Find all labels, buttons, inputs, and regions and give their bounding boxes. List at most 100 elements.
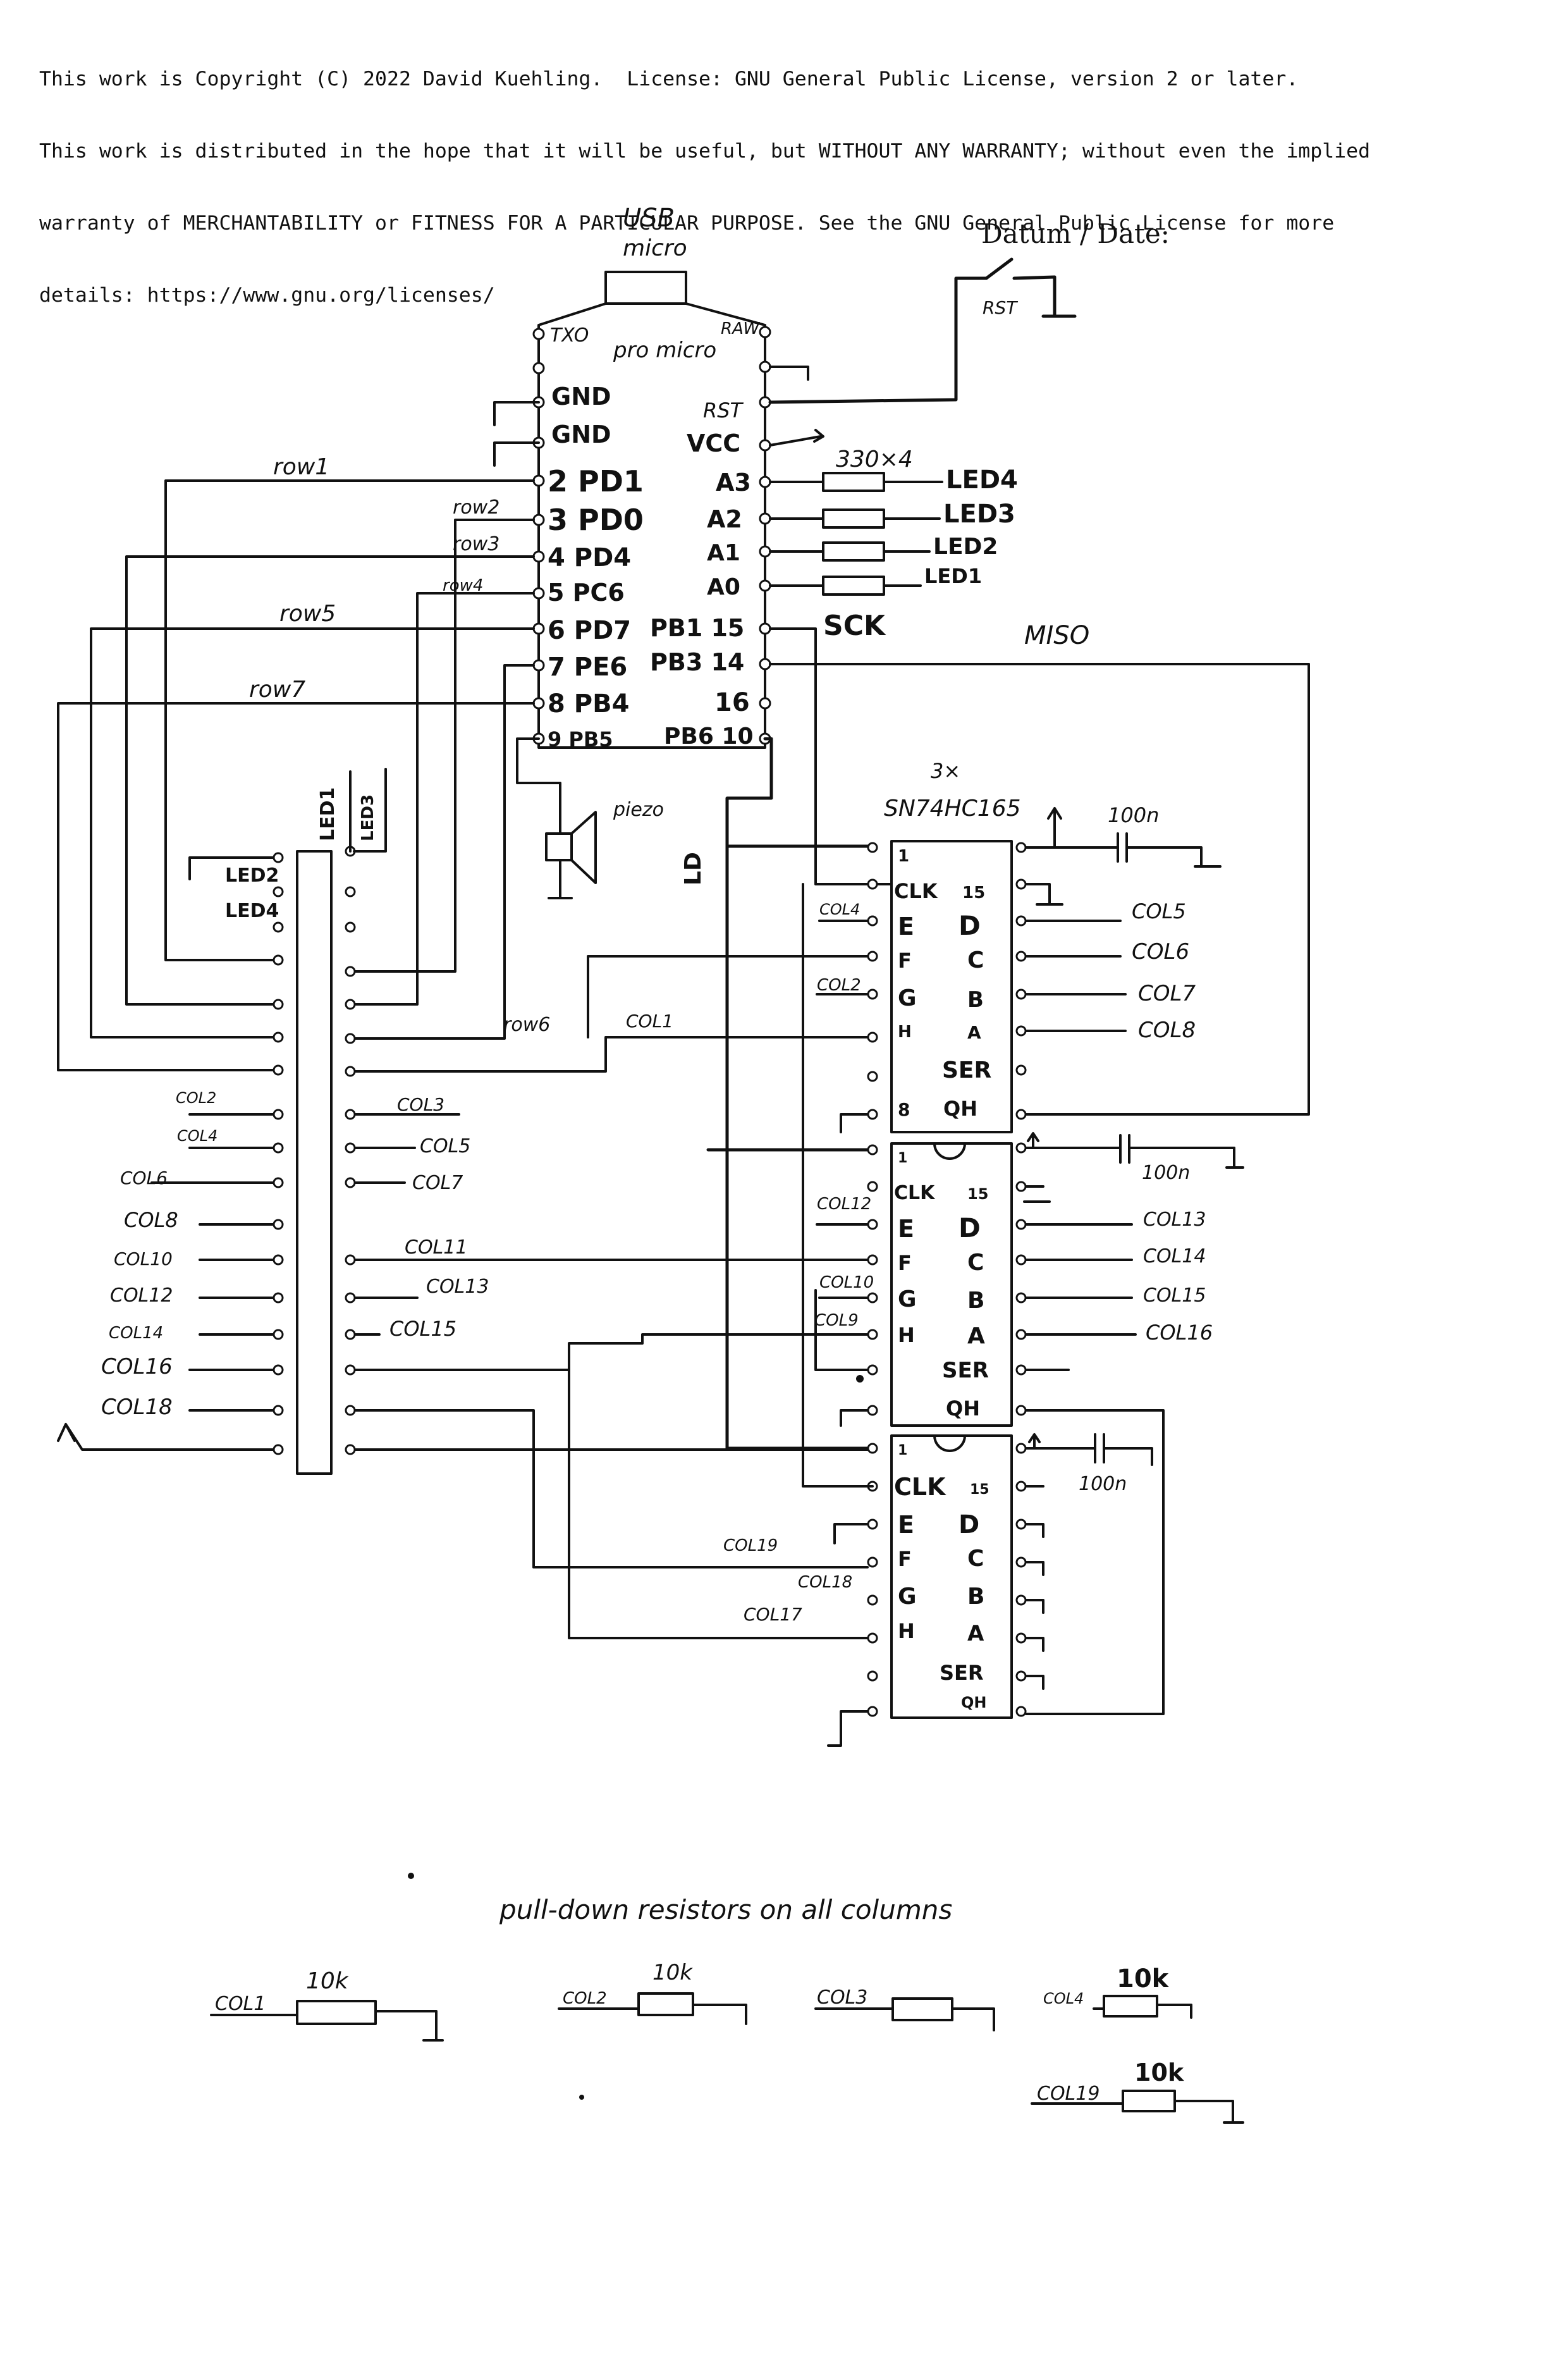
pin-label-a0: A0 [707,574,740,600]
pin-marker [273,1292,284,1303]
pin-marker [1015,1025,1027,1037]
sr-pin-label: G [898,1584,917,1610]
led-label: LED2 [933,534,998,560]
pin-marker [867,1443,878,1454]
sr-col-label: COL7 [1138,981,1196,1006]
sr-chip-1 [890,840,1013,1133]
sr-pin-label: CLK [894,1182,936,1204]
sr-col-label: COL17 [744,1604,802,1625]
pin-marker [867,1219,878,1230]
sr-col-label: COL4 [819,901,860,918]
pin-marker [867,1632,878,1644]
led-up-wires [349,768,387,853]
cap-label: 100n [1142,1162,1190,1184]
pulldown-wire [1093,2004,1192,2019]
sr-pin-label: F [898,949,912,973]
pin-marker [759,697,771,710]
pin-marker [273,1405,284,1416]
pin-marker [867,878,878,890]
sr-pin-label: F [898,1547,912,1571]
cap-label: 100n [1108,803,1159,827]
sr-col-wires [816,920,869,995]
pin-label-a2: A2 [707,505,742,533]
pro-micro-right-pins: RAW RST VCC A3 A2 A1 A0 PB1 15 PB3 14 16… [650,319,771,749]
usb-label: USB [623,204,675,233]
pin-label-a3: A3 [716,469,751,496]
sr-col-label: COL8 [1138,1018,1196,1043]
pin-marker [1015,1254,1027,1266]
pin-marker [1015,1706,1027,1717]
col9-wire [354,1333,869,1371]
sr-col-label: COL15 [1143,1285,1206,1307]
conn-label-col10: COL10 [114,1248,173,1269]
pin-marker [532,659,545,672]
sr-col-label: COL10 [819,1273,874,1292]
sr2-gnd [840,1409,869,1427]
sr-pin-label: SER [942,1057,991,1083]
pin-marker [867,1071,878,1082]
pin-marker [345,1177,356,1188]
pin-label-gnd: GND [551,383,611,410]
pin-marker [1015,1219,1027,1230]
pin-marker [345,1066,356,1077]
pin-marker [345,1364,356,1376]
sr-chip-3 [890,1434,1013,1719]
sr-pin-label: QH [946,1396,980,1420]
license-line: This work is Copyright (C) 2022 David Ku… [39,68,1299,90]
rst-gnd-wire [1012,275,1077,318]
pulldown-value: 10k [652,1960,693,1985]
row-label: row5 [279,601,336,627]
pin-marker [867,1364,878,1376]
sr-right-pin-markers [1015,842,1027,1717]
pin-marker [759,579,771,592]
resistor-symbol [891,1997,953,2021]
pin-marker [345,921,356,933]
sr-pin-label: B [967,1584,984,1610]
sr-pin-label: SER [942,1358,989,1383]
license-text: This work is Copyright (C) 2022 David Ku… [39,19,1557,355]
sr3-vcc-wire [1025,1447,1153,1466]
pin-marker [867,1254,878,1266]
chip-notch [933,1434,966,1452]
pin-marker [345,966,356,977]
pulldown-col3: COL3 [814,1987,995,2031]
rst-button-label: RST [983,297,1018,318]
pulldown-col1: COL1 10k [210,1968,444,2042]
pulldown-col2: COL2 10k [558,1960,747,2025]
resistor-value-label: 330×4 [836,447,913,472]
conn-label-led4: LED4 [225,900,279,922]
vcc-arrow [1028,1433,1041,1450]
sr-part-label: SN74HC165 [884,796,1021,822]
conn-label-col14: COL14 [109,1324,163,1343]
pin-marker [532,550,545,563]
pin-marker [867,1032,878,1043]
row-label: row1 [273,454,329,480]
pulldown-value: 10k [1117,1964,1170,1993]
pin-marker [759,658,771,670]
row4-wire [349,592,535,1006]
pin-label-a1: A1 [707,540,740,566]
miso-label: MISO [1024,621,1089,650]
raw-stub [769,366,809,381]
pin-marker [759,512,771,525]
sr-col-label: COL2 [817,976,861,995]
conn-label-col8: COL8 [124,1208,178,1232]
sr-pin-label: CLK [894,1473,946,1501]
pin-marker [759,360,771,373]
sr-pin-label: D [959,1212,981,1243]
sr-pin-label: D [959,910,981,941]
conn-label-col15: COL15 [389,1317,456,1341]
pin-label-pb5: 9 PB5 [548,727,613,751]
sr-col-label: COL6 [1132,939,1189,964]
conn-label-led3: LED3 [358,794,377,841]
pin-marker [867,1670,878,1682]
pin-marker [1015,1481,1027,1492]
sr-pin-label: 1 [898,1443,907,1458]
reset-switch: RST [768,257,1077,404]
pin-marker [1015,1142,1027,1154]
pin-marker [345,1033,356,1044]
sr-col-label: COL19 [723,1536,778,1555]
sr3-gnd [827,1710,869,1747]
pro-micro-name: pro micro [613,338,716,363]
pin-marker [1015,1405,1027,1416]
